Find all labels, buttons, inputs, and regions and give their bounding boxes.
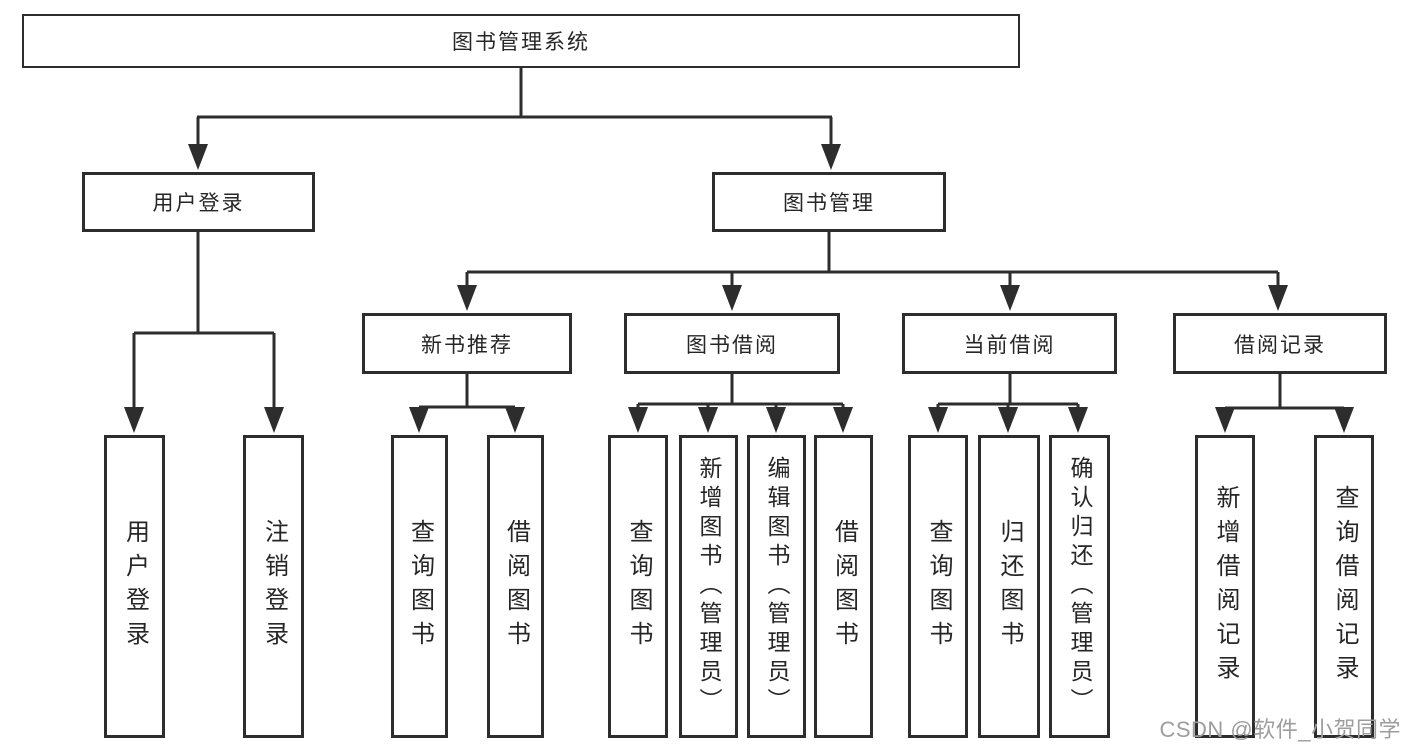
- node-new-book-recommend: 新书推荐: [362, 313, 572, 374]
- node-root: 图书管理系统: [22, 14, 1020, 68]
- node-borrow-records: 借阅记录: [1173, 313, 1387, 374]
- leaf-query-borrow-record: 查询借阅记录: [1314, 435, 1374, 738]
- node-user-login: 用户登录: [82, 172, 315, 232]
- leaf-borrow-books-recommend: 借阅图书: [487, 435, 544, 738]
- leaf-query-books-borrow: 查询图书: [608, 435, 668, 738]
- leaf-return-books: 归还图书: [978, 435, 1040, 738]
- leaf-add-borrow-record: 新增借阅记录: [1195, 435, 1255, 738]
- leaf-query-books-current: 查询图书: [908, 435, 968, 738]
- node-current-borrow: 当前借阅: [902, 313, 1117, 374]
- leaf-query-books-recommend: 查询图书: [391, 435, 448, 738]
- leaf-add-book-admin: 新增图书（管理员）: [679, 435, 738, 738]
- node-book-management: 图书管理: [712, 172, 946, 232]
- node-book-borrow: 图书借阅: [624, 313, 840, 374]
- leaf-logout: 注销登录: [243, 435, 304, 738]
- leaf-borrow-books: 借阅图书: [814, 435, 873, 738]
- leaf-edit-book-admin: 编辑图书（管理员）: [747, 435, 806, 738]
- csdn-watermark: CSDN @软件_小贺同学: [1159, 717, 1401, 742]
- leaf-confirm-return-admin: 确认归还（管理员）: [1049, 435, 1110, 738]
- leaf-user-login: 用户登录: [104, 435, 165, 738]
